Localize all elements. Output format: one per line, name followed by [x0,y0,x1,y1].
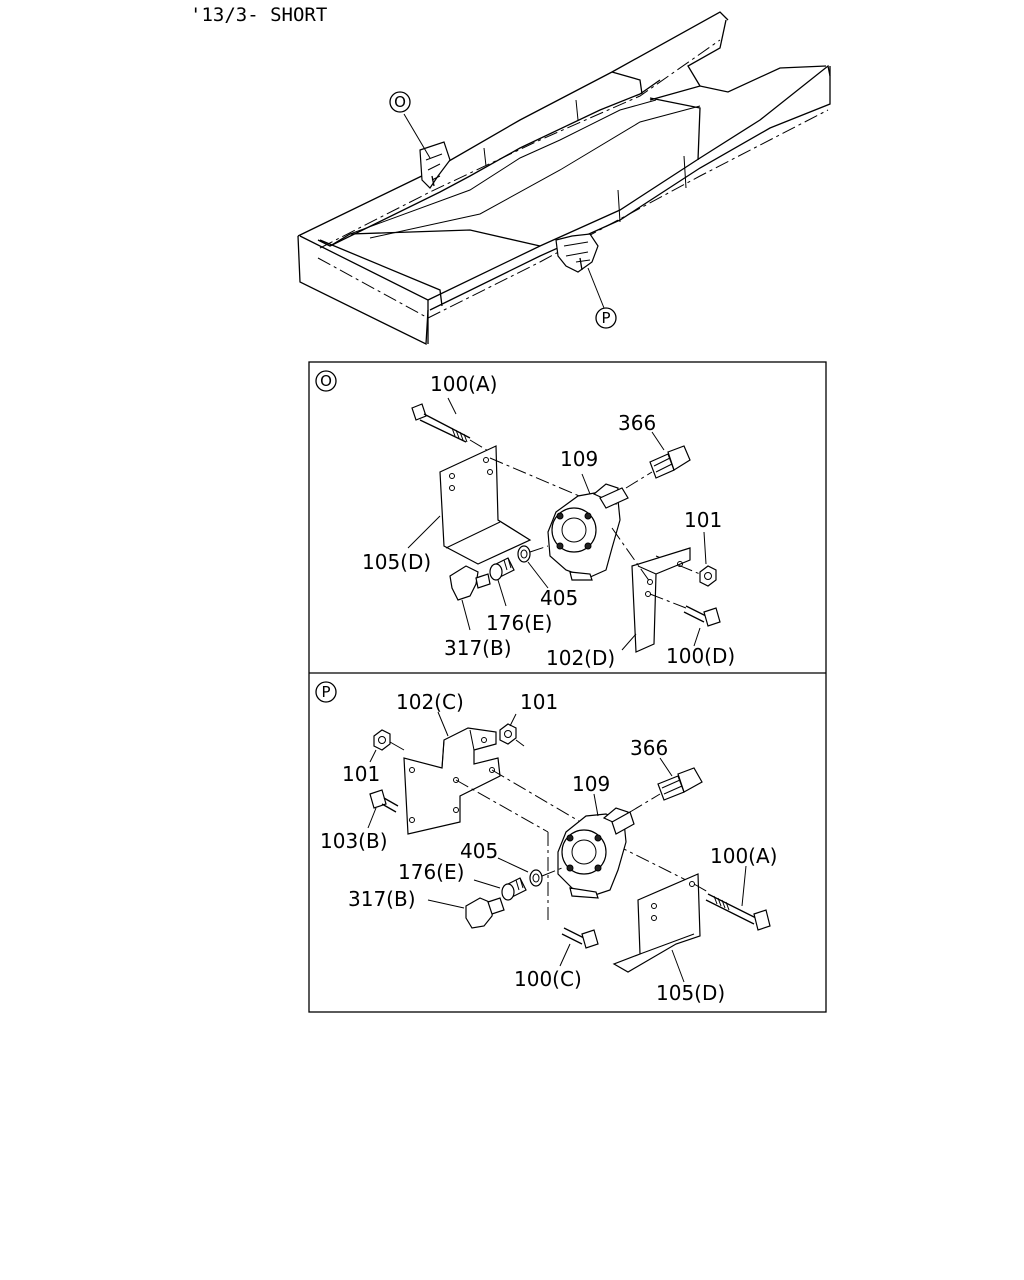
label-101-top-p: 101 [520,690,558,714]
label-101-left-p: 101 [342,762,380,786]
label-102c-p: 102(C) [396,690,464,714]
label-102d-o: 102(D) [546,646,615,670]
bolt-103b-p-icon [369,789,399,813]
label-101-o: 101 [684,508,722,532]
callout-p-letter: P [601,309,610,327]
plug-176e-o-icon [489,557,515,581]
sensor-366-o-icon [625,445,691,489]
callout-p-circle [595,307,617,329]
label-317b-o: 317(B) [444,636,512,660]
callout-o-circle [389,91,411,113]
label-109-o: 109 [560,447,598,471]
panel-o: O [315,370,735,670]
header-text: '13/3- SHORT [190,4,327,26]
label-103b-p: 103(B) [320,829,388,853]
bolt-100c-p-icon [561,927,599,949]
detail-panels-border [308,361,827,1013]
panel-o-badge [315,370,337,392]
nut-101-left-p-icon [373,729,391,751]
valve-109-p-icon [557,807,635,899]
label-100c-p: 100(C) [514,967,582,991]
panel-o-badge-letter: O [320,372,332,390]
bracket-102c-p-icon [403,727,501,835]
callout-o-letter: O [394,93,406,111]
label-100a-p: 100(A) [710,844,777,868]
nut-101-top-p-icon [499,723,517,745]
label-176e-o: 176(E) [486,611,552,635]
bolt-100d-o-icon [683,605,721,627]
label-405-p: 405 [460,839,498,863]
label-366-p: 366 [630,736,668,760]
panel-p: P [315,681,777,1005]
panel-p-badge-letter: P [321,683,330,701]
elbow-317b-o-icon [449,565,491,601]
chassis-frame-illustration: O P [297,11,831,346]
label-317b-p: 317(B) [348,887,416,911]
washer-405-o-icon [517,545,531,563]
label-176e-p: 176(E) [398,860,464,884]
bracket-105d-o-icon [439,445,532,565]
label-366-o: 366 [618,411,656,435]
bolt-100a-p-icon [693,883,771,931]
panel-p-badge [315,681,337,703]
nut-101-o-icon [699,565,717,587]
label-405-o: 405 [540,586,578,610]
bracket-105d-p-icon [612,873,701,973]
plug-176e-p-icon [501,877,527,901]
valve-109-o-icon [547,483,629,581]
washer-405-p-icon [529,869,543,887]
label-100d-o: 100(D) [666,644,735,668]
elbow-317b-p-icon [465,897,505,929]
bolt-100a-o-icon [411,403,471,443]
label-105d-p: 105(D) [656,981,725,1005]
sensor-366-p-icon [629,767,703,813]
bracket-102d-o-icon [631,547,691,653]
label-109-p: 109 [572,772,610,796]
valve-location-p-icon [555,233,599,273]
label-100a-o: 100(A) [430,372,497,396]
label-105d-o: 105(D) [362,550,431,574]
